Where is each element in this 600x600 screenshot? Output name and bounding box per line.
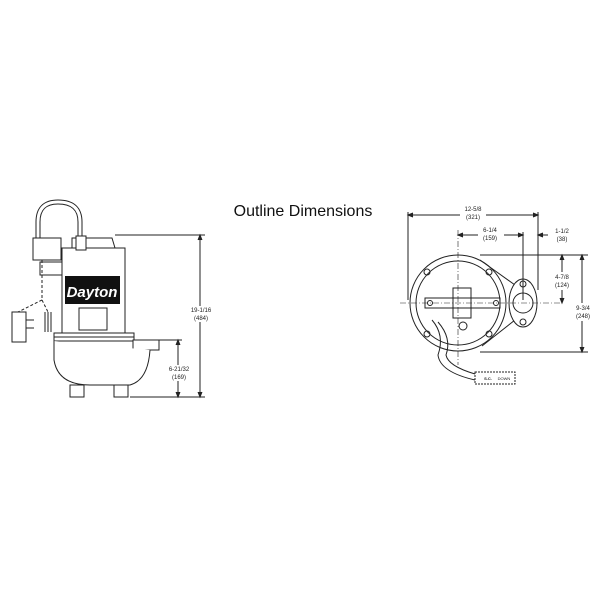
drawing-title: Outline Dimensions — [233, 203, 373, 220]
volute — [53, 341, 151, 386]
cord-tag-left: S.C. — [484, 376, 492, 381]
discharge-height-mm: (169) — [172, 375, 186, 381]
half-depth-fraction: 4-7/8 — [555, 275, 569, 281]
plug-icon — [11, 311, 27, 343]
flange-offset-mm: (38) — [557, 237, 568, 243]
power-cord — [431, 319, 476, 381]
center-to-discharge-mm: (159) — [483, 236, 497, 242]
overall-height-fraction: 19-1/16 — [191, 308, 212, 314]
pump-top-view — [400, 212, 588, 385]
discharge-height-fraction: 6-21/32 — [169, 367, 190, 373]
overall-depth-fraction: 9-3/4 — [576, 306, 590, 312]
flange-offset-fraction: 1-1/2 — [555, 229, 569, 235]
overall-depth-mm: (248) — [576, 314, 590, 320]
float-switch — [32, 237, 62, 261]
cord-tag — [474, 371, 516, 385]
brand-text: Dayton — [67, 284, 118, 301]
pump-side-view — [11, 199, 205, 399]
overall-height-mm: (484) — [194, 316, 208, 322]
cord-tag-right: DOWN — [498, 376, 511, 381]
center-to-discharge-fraction: 6-1/4 — [483, 228, 497, 234]
discharge-flange — [132, 339, 160, 351]
overall-width-mm: (321) — [466, 215, 480, 221]
overall-width-fraction: 12-5/8 — [464, 207, 482, 213]
half-depth-mm: (124) — [555, 283, 569, 289]
brand-label — [65, 276, 120, 304]
